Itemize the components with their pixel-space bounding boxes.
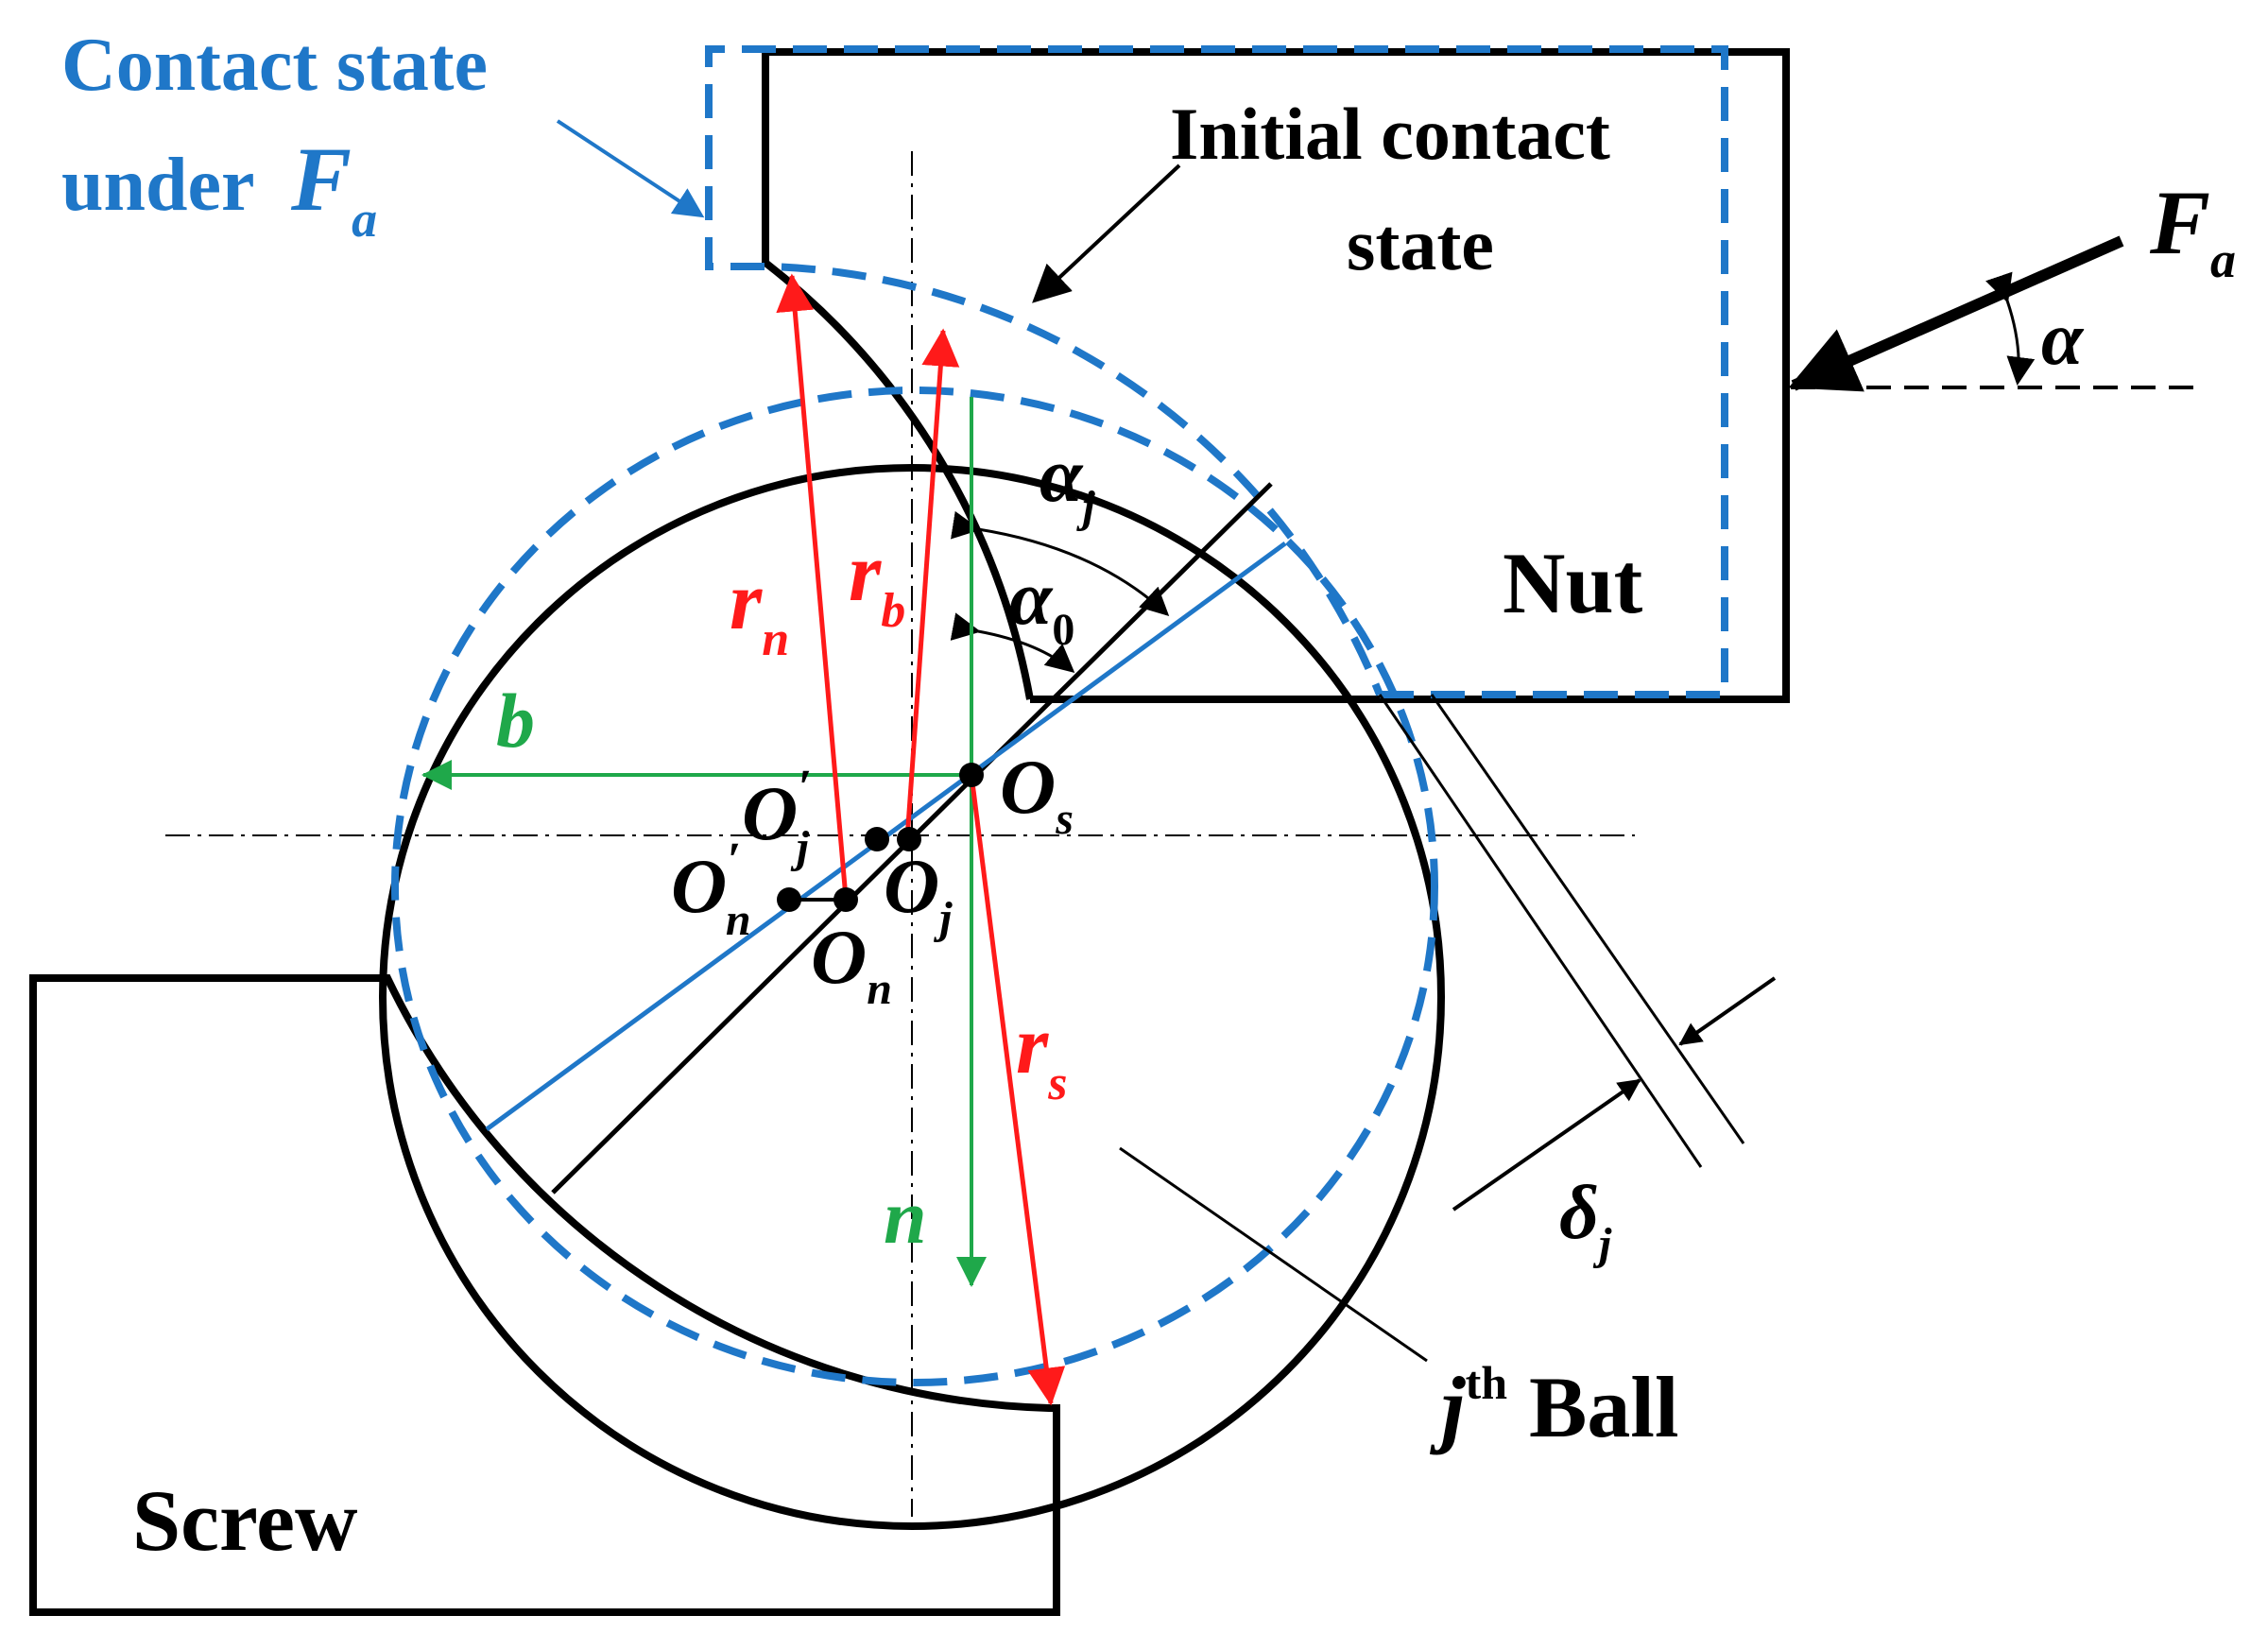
jth-ball-label: jth Ball <box>1429 1356 1679 1455</box>
delta-j-label: δj <box>1559 1169 1612 1269</box>
screw-label: Screw <box>132 1472 357 1569</box>
point-O-n-prime <box>777 887 801 912</box>
r-n-label: rn <box>730 556 789 666</box>
alpha-angle-arc <box>1985 271 2036 386</box>
ball-loaded-outline <box>391 387 1438 1386</box>
screw-outline <box>29 974 1060 1616</box>
delta-arrow-bottom <box>1452 1078 1641 1212</box>
contact-state-under-label: under Fa <box>61 129 377 248</box>
b-axis-label: b <box>496 678 535 764</box>
alpha-0-arc <box>950 612 1075 673</box>
O-j-label: Oj <box>884 843 953 943</box>
alpha-j-label: αj <box>1040 432 1095 532</box>
force-arrow <box>1788 235 2124 392</box>
initial-state-leader <box>1032 163 1181 303</box>
ball-outline <box>379 464 1445 1530</box>
alpha-label: α <box>2041 298 2085 381</box>
point-O-s <box>959 763 984 787</box>
r-n-arrow <box>776 273 849 899</box>
contact-state-leader <box>556 119 705 218</box>
r-s-arrow <box>969 774 1066 1406</box>
O-n-label: On <box>811 914 892 1014</box>
contact-state-label: Contact state <box>61 24 488 107</box>
nut-label: Nut <box>1503 535 1643 631</box>
initial-state-label-1: Initial contact <box>1170 93 1610 175</box>
deformation-line-2 <box>1430 694 1745 1144</box>
r-s-label: rs <box>1016 1000 1068 1110</box>
ball-leader <box>1119 1146 1428 1363</box>
nut-loaded-outline <box>705 45 1728 698</box>
alpha-0-label: α0 <box>1009 555 1074 655</box>
deformation-line-1 <box>1378 694 1703 1168</box>
point-O-j-prime <box>865 827 889 851</box>
point-O-j <box>897 827 921 851</box>
O-s-label: Os <box>1000 744 1074 844</box>
r-b-arrow <box>904 328 960 840</box>
alpha-j-arc <box>950 510 1170 617</box>
O-j-prime-label: O′j <box>742 761 812 872</box>
initial-state-label-2: state <box>1347 203 1494 285</box>
O-n-prime-label: O′n <box>671 834 751 945</box>
n-axis-label: n <box>884 1174 927 1260</box>
delta-arrow-top <box>1678 976 1777 1046</box>
r-b-label: rb <box>849 527 905 638</box>
point-O-n <box>833 887 858 912</box>
force-Fa-label: Fa <box>2149 172 2236 288</box>
